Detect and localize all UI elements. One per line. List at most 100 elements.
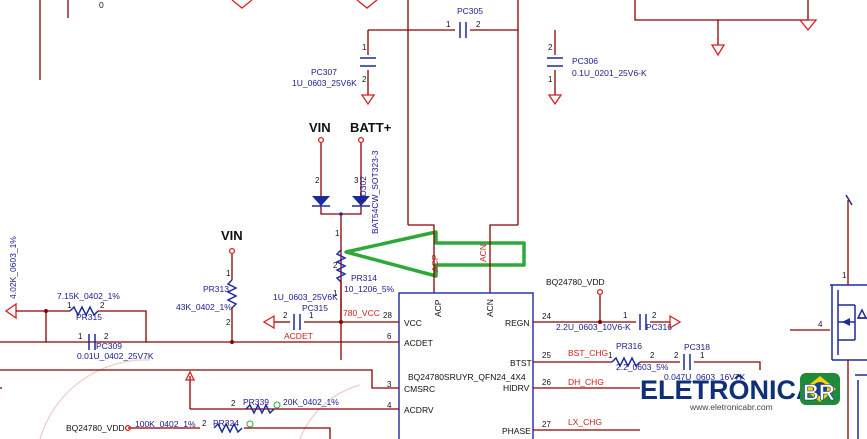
eletronicabr-logo: ELETRÔNICA BR www.eletronicabr.com	[640, 373, 840, 412]
top-pin-zero: 0	[99, 0, 104, 10]
lx-net-label: LX_CHG	[568, 417, 602, 427]
bq-vdd-left-label: BQ24780_VDD	[66, 423, 125, 433]
pc318-capacitor	[683, 354, 691, 370]
pr339-ref: PR339	[243, 397, 269, 407]
pr315-ref: PR315	[76, 312, 102, 322]
pr324-ref: PR324	[213, 418, 239, 428]
pc315-capacitor	[293, 314, 301, 330]
ic-pin-cmsrc: CMSRC	[404, 384, 435, 394]
ic-part-number: BQ24780SRUYR_QFN24_4X4	[408, 372, 526, 382]
acn-net-label: ACN	[478, 244, 488, 262]
pc309-capacitor	[88, 334, 96, 350]
pr313-pin-2: 2	[226, 318, 231, 327]
pr314-value: 10_1206_5%	[344, 284, 395, 294]
pc318-value: 0.047U_0603_16V7K	[664, 372, 746, 382]
left-ground-arrow	[4, 302, 17, 320]
diode-pin-1: 1	[335, 229, 340, 238]
pr314-pin-2: 2	[333, 261, 338, 270]
pc305-capacitor	[459, 22, 467, 38]
vin-power-label: VIN	[309, 120, 331, 135]
pc306-value: 0.1U_0201_25V6-K	[572, 68, 647, 78]
pr314-pin-1: 1	[333, 289, 338, 298]
ic-pin-phase: PHASE	[502, 426, 531, 436]
pc318-pin-1: 1	[700, 351, 705, 360]
acp-net-label: ACP	[430, 254, 440, 272]
pd302-value: BAT54CW_SOT323-3	[370, 150, 380, 234]
ic-pin-btst: BTST	[510, 358, 532, 368]
pr315-resistor	[16, 305, 147, 342]
pc315-pin-1: 1	[309, 311, 314, 320]
pc318-ref: PC318	[684, 342, 710, 352]
logo-br-text: BR	[803, 380, 835, 405]
pc305-pin-2: 2	[476, 20, 481, 29]
pc316-pin-1: 1	[623, 311, 628, 320]
pc309-value: 0.01U_0402_25V7K	[77, 351, 154, 361]
logo-brand-text: ELETRÔNICA	[640, 374, 816, 405]
pr339-value: 20K_0402_1%	[283, 397, 339, 407]
pr316-resistor	[611, 356, 641, 368]
pin-number-6: 6	[387, 332, 392, 341]
pc307-capacitor	[360, 57, 376, 106]
pr316-pin-1: 1	[608, 351, 613, 360]
pc306-capacitor	[547, 57, 563, 106]
ic-pin-acdrv: ACDRV	[404, 405, 434, 415]
ic-pin-regn: REGN	[505, 318, 530, 328]
pin-number-25: 25	[542, 351, 551, 360]
pr314-resistor	[335, 249, 347, 283]
pc318-pin-2: 2	[674, 351, 679, 360]
ic-left-wires	[0, 282, 399, 439]
regn-ground-arrow	[669, 314, 682, 330]
left-resistor-value: 4.02K_0603_1%	[8, 236, 18, 299]
btst-wires	[533, 361, 761, 370]
pc305-ref: PC305	[457, 6, 483, 16]
bq-vdd-label: BQ24780_VDD	[546, 277, 605, 287]
pc306-pin-2: 2	[548, 43, 553, 52]
pc315-value: 1U_0603_25V6K	[273, 292, 338, 302]
mosfet-top-stub	[845, 194, 853, 206]
top-wires	[39, 0, 809, 225]
mosfet-pin-1: 1	[842, 271, 847, 280]
vdd-terminal	[596, 288, 604, 296]
pc307-pin-1: 1	[362, 43, 367, 52]
mosfet-right	[790, 200, 867, 439]
pr339-pin-2: 2	[231, 399, 236, 408]
pd302-diode	[312, 196, 370, 216]
pc307-pin-2: 2	[362, 75, 367, 84]
pr314-ref: PR314	[351, 273, 377, 283]
bst-net-label: BST_CHG	[568, 348, 608, 358]
pr316-value: 2.2_0603_5%	[616, 362, 669, 372]
pc309-pin-1: 1	[78, 332, 83, 341]
pr313-value: 43K_0402_1%	[176, 302, 232, 312]
ic-pin-vcc: VCC	[404, 318, 422, 328]
logo-url: www.eletronicabr.com	[689, 402, 773, 412]
ic-pin-acn: ACN	[485, 299, 495, 317]
pr316-ref: PR316	[616, 341, 642, 351]
pc315-ref: PC315	[302, 303, 328, 313]
pin-number-4: 4	[387, 401, 392, 410]
pc307-value: 1U_0603_25V6K	[292, 78, 357, 88]
pr324-resistor	[213, 420, 254, 434]
pr324-pin-2: 2	[202, 419, 207, 428]
pc316-capacitor	[639, 314, 647, 330]
diode-pin-2: 2	[315, 176, 320, 185]
pc315-pin-2: 2	[283, 311, 288, 320]
bq24780-ic-body	[398, 292, 534, 439]
acdet-net-label: ACDET	[284, 331, 313, 341]
pr339-resistor	[245, 401, 281, 415]
dh-net-label: DH_CHG	[568, 377, 604, 387]
pr313-resistor	[226, 254, 238, 342]
pr315-pin-2: 2	[100, 301, 105, 310]
pin-number-27: 27	[542, 420, 551, 429]
pr313-ref: PR313	[203, 284, 229, 294]
vcc-junction	[339, 320, 343, 324]
pr324-value: 100K_0402_1%	[135, 419, 196, 429]
pc306-pin-1: 1	[548, 75, 553, 84]
vdd-left-terminal	[124, 424, 132, 432]
pc316-ref: PC316	[646, 322, 672, 332]
pc316-pin-2: 2	[652, 311, 657, 320]
pc305-pin-1: 1	[446, 20, 451, 29]
batt-power-label: BATT+	[350, 120, 392, 135]
pin-number-3: 3	[387, 380, 392, 389]
pr315-value: 7.15K_0402_1%	[57, 291, 120, 301]
